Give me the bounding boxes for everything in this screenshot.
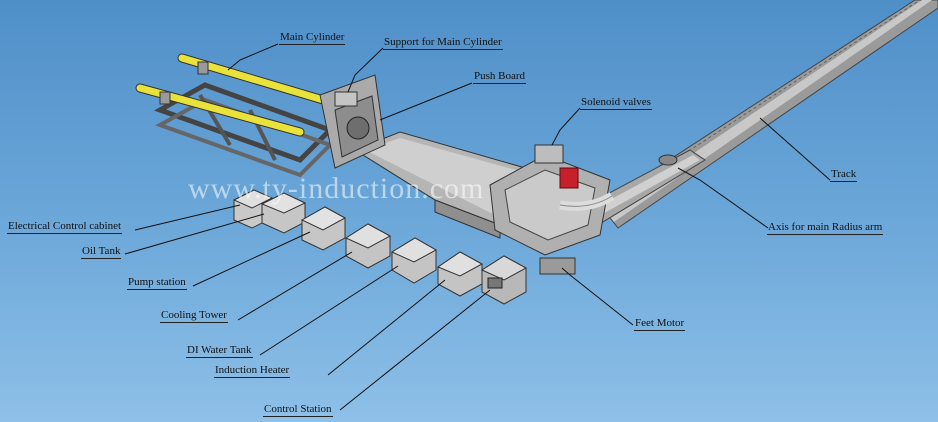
induction-heater-box: [436, 251, 484, 297]
label-main-cylinder: Main Cylinder: [279, 31, 346, 45]
label-support-main-cylinder: Support for Main Cylinder: [383, 36, 503, 50]
label-pump-station: Pump station: [127, 276, 187, 290]
label-di-water-tank: DI Water Tank: [186, 344, 253, 358]
cylinder-support: [319, 74, 386, 169]
watermark-text: www.ty-induction.com: [188, 172, 485, 205]
pump-station-box: [300, 206, 347, 251]
label-cooling-tower: Cooling Tower: [160, 309, 228, 323]
cooling-tower-box: [344, 223, 392, 269]
bending-head: [489, 144, 615, 275]
leader-lines: [124, 43, 831, 411]
di-water-tank-box: [390, 237, 438, 284]
label-solenoid-valves: Solenoid valves: [580, 96, 652, 110]
label-axis-radius-arm: Axis for main Radius arm: [767, 221, 884, 235]
label-electrical-cabinet: Electrical Control cabinet: [7, 220, 123, 234]
label-push-board: Push Board: [473, 70, 527, 84]
label-track: Track: [830, 168, 858, 182]
track: [599, 0, 938, 229]
control-station-box: [480, 255, 528, 305]
label-oil-tank: Oil Tank: [81, 245, 122, 259]
main-cylinders: [135, 53, 335, 137]
label-control-station: Control Station: [263, 403, 333, 417]
oil-tank-box: [260, 192, 307, 234]
label-induction-heater: Induction Heater: [214, 364, 291, 378]
label-feet-motor: Feet Motor: [634, 317, 686, 331]
